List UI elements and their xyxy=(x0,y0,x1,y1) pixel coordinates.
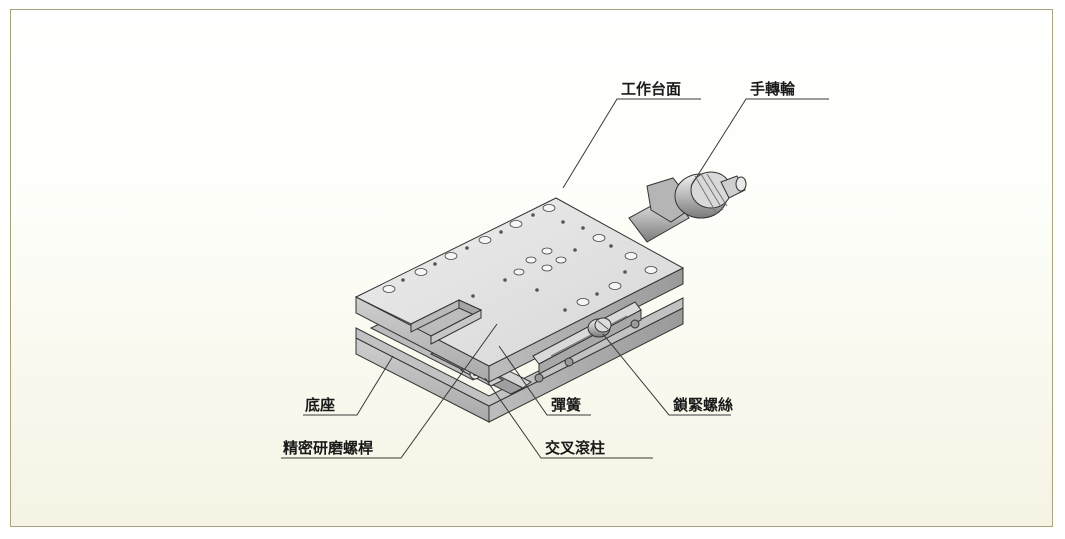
label-spring: 彈簧 xyxy=(551,396,581,414)
leader-cross-roller xyxy=(484,377,653,459)
label-cross-roller: 交叉滾柱 xyxy=(545,439,605,457)
leader-lock-screw xyxy=(602,333,731,416)
label-worktable: 工作台面 xyxy=(621,80,681,98)
leader-lines xyxy=(281,98,829,459)
leader-lead-screw xyxy=(281,323,498,459)
label-base: 底座 xyxy=(305,396,335,414)
label-lead-screw: 精密研磨螺桿 xyxy=(283,439,373,457)
base-top-ledge xyxy=(355,297,684,407)
handwheel-assembly xyxy=(628,171,747,243)
leader-base xyxy=(303,355,394,416)
label-handwheel: 手轉輪 xyxy=(750,80,796,98)
lock-screw-knob xyxy=(587,317,612,338)
leader-worktable xyxy=(562,98,701,189)
mounting-holes xyxy=(382,204,658,306)
small-holes xyxy=(401,213,627,312)
diagram-frame: 工作台面 手轉輪 底座 精密研磨螺桿 彈簧 交叉滾柱 鎖緊螺絲 xyxy=(10,9,1053,527)
leader-spring xyxy=(498,345,591,416)
xy-stage-diagram: 工作台面 手轉輪 底座 精密研磨螺桿 彈簧 交叉滾柱 鎖緊螺絲 xyxy=(281,80,829,459)
stage-base xyxy=(355,297,684,423)
leader-handwheel xyxy=(690,98,829,187)
label-lock-screw: 鎖緊螺絲 xyxy=(673,396,733,414)
